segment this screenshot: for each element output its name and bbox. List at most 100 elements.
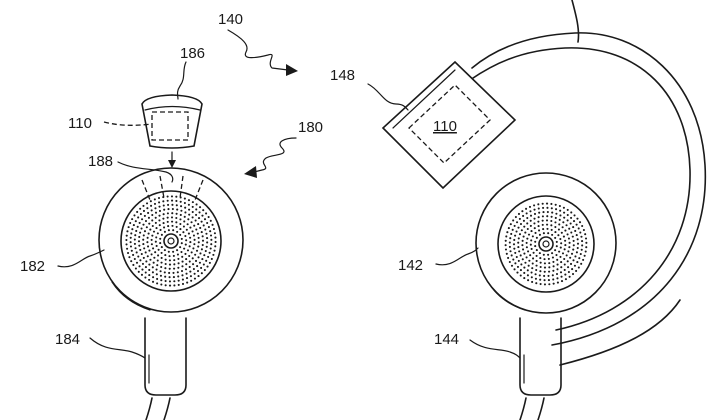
grille-dot — [552, 278, 555, 281]
grille-dot — [152, 276, 155, 279]
grille-dot — [555, 253, 558, 257]
grille-dot — [184, 243, 187, 246]
grille-dot — [552, 282, 555, 285]
grille-dot — [521, 239, 524, 242]
grille-dot — [582, 258, 585, 261]
grille-dot — [545, 202, 549, 205]
grille-dot — [558, 250, 561, 253]
grille-dot — [132, 263, 135, 267]
grille-dot — [151, 234, 154, 237]
grille-dot — [576, 217, 579, 220]
grille-dot — [552, 260, 555, 263]
grille-dot — [155, 236, 158, 239]
grille-dot — [185, 239, 188, 242]
label-148: 148 — [330, 67, 355, 84]
grille-dot — [180, 209, 183, 212]
grille-dot — [539, 278, 542, 281]
grille-dot — [173, 284, 176, 287]
grille-dot — [555, 208, 558, 211]
grille-dot — [154, 216, 157, 219]
grille-dot — [558, 223, 561, 226]
grille-dot — [183, 197, 186, 200]
grille-dot — [180, 237, 183, 240]
grille-dot — [534, 277, 537, 280]
grille-dot — [190, 279, 193, 282]
grille-dot — [176, 208, 179, 211]
grille-dot — [523, 277, 526, 280]
grille-dot — [207, 215, 210, 219]
left-grille-dots — [125, 195, 217, 287]
grille-dot — [186, 249, 190, 252]
grille-dot — [156, 232, 159, 235]
grille-dot — [528, 259, 531, 262]
grille-dot — [187, 199, 191, 202]
grille-dot — [142, 238, 145, 241]
grille-dot — [546, 215, 549, 218]
grille-dot — [512, 258, 515, 261]
grille-dot — [146, 241, 149, 244]
grille-dot — [564, 239, 567, 242]
hook-module — [381, 60, 517, 190]
grille-dot — [129, 221, 132, 225]
label-110-left: 110 — [68, 115, 92, 132]
right-cable-outer — [519, 397, 527, 420]
grille-dot — [208, 251, 211, 254]
grille-dot — [535, 254, 538, 257]
left-housing-shading — [111, 281, 151, 311]
grille-dot — [198, 261, 201, 264]
grille-dot — [154, 207, 157, 210]
grille-dot — [197, 256, 200, 259]
grille-dot — [546, 227, 549, 230]
leader-188 — [117, 161, 174, 183]
grille-dot — [564, 273, 567, 276]
grille-dot — [162, 200, 165, 203]
grille-dot — [507, 256, 510, 260]
grille-dot — [172, 229, 175, 232]
grille-dot — [559, 255, 562, 258]
grille-dot — [515, 230, 518, 233]
grille-dot — [175, 204, 178, 207]
grille-dot — [152, 261, 155, 264]
grille-dot — [560, 275, 563, 278]
grille-dot — [550, 228, 553, 231]
grille-dot — [517, 246, 520, 249]
grille-dot — [554, 216, 557, 220]
grille-dot — [552, 269, 555, 272]
grille-dot — [555, 212, 558, 215]
grille-dot — [142, 209, 146, 213]
grille-dot — [189, 275, 192, 278]
right-earphone-assembly — [469, 0, 707, 420]
grille-dot — [151, 266, 154, 269]
grille-dot — [175, 221, 178, 224]
grille-dot — [144, 271, 147, 274]
grille-dot — [214, 236, 217, 239]
grille-dot — [179, 196, 182, 199]
grille-dot — [181, 255, 184, 258]
grille-dot — [523, 266, 526, 269]
grille-dot — [162, 204, 165, 207]
grille-dot — [530, 239, 533, 242]
grille-dot — [166, 195, 169, 198]
grille-dot — [209, 219, 212, 222]
grille-dot — [578, 221, 582, 224]
grille-dot — [205, 259, 208, 262]
grille-dot — [548, 283, 551, 286]
grille-dot — [198, 206, 202, 209]
grille-dot — [526, 222, 529, 225]
grille-dot — [156, 277, 159, 280]
grille-dot — [148, 278, 151, 281]
grille-dot — [547, 279, 550, 282]
grille-dot — [518, 250, 521, 253]
grille-dot — [527, 250, 530, 253]
grille-dot — [542, 211, 545, 214]
grille-dot — [562, 235, 565, 238]
grille-dot — [137, 270, 140, 273]
grille-dot — [158, 209, 162, 212]
grille-dot — [193, 224, 196, 227]
grille-dot — [577, 227, 580, 230]
grille-dot — [140, 273, 144, 276]
grille-dot — [572, 226, 575, 229]
grille-dot — [559, 271, 563, 274]
grille-dot — [170, 216, 174, 219]
